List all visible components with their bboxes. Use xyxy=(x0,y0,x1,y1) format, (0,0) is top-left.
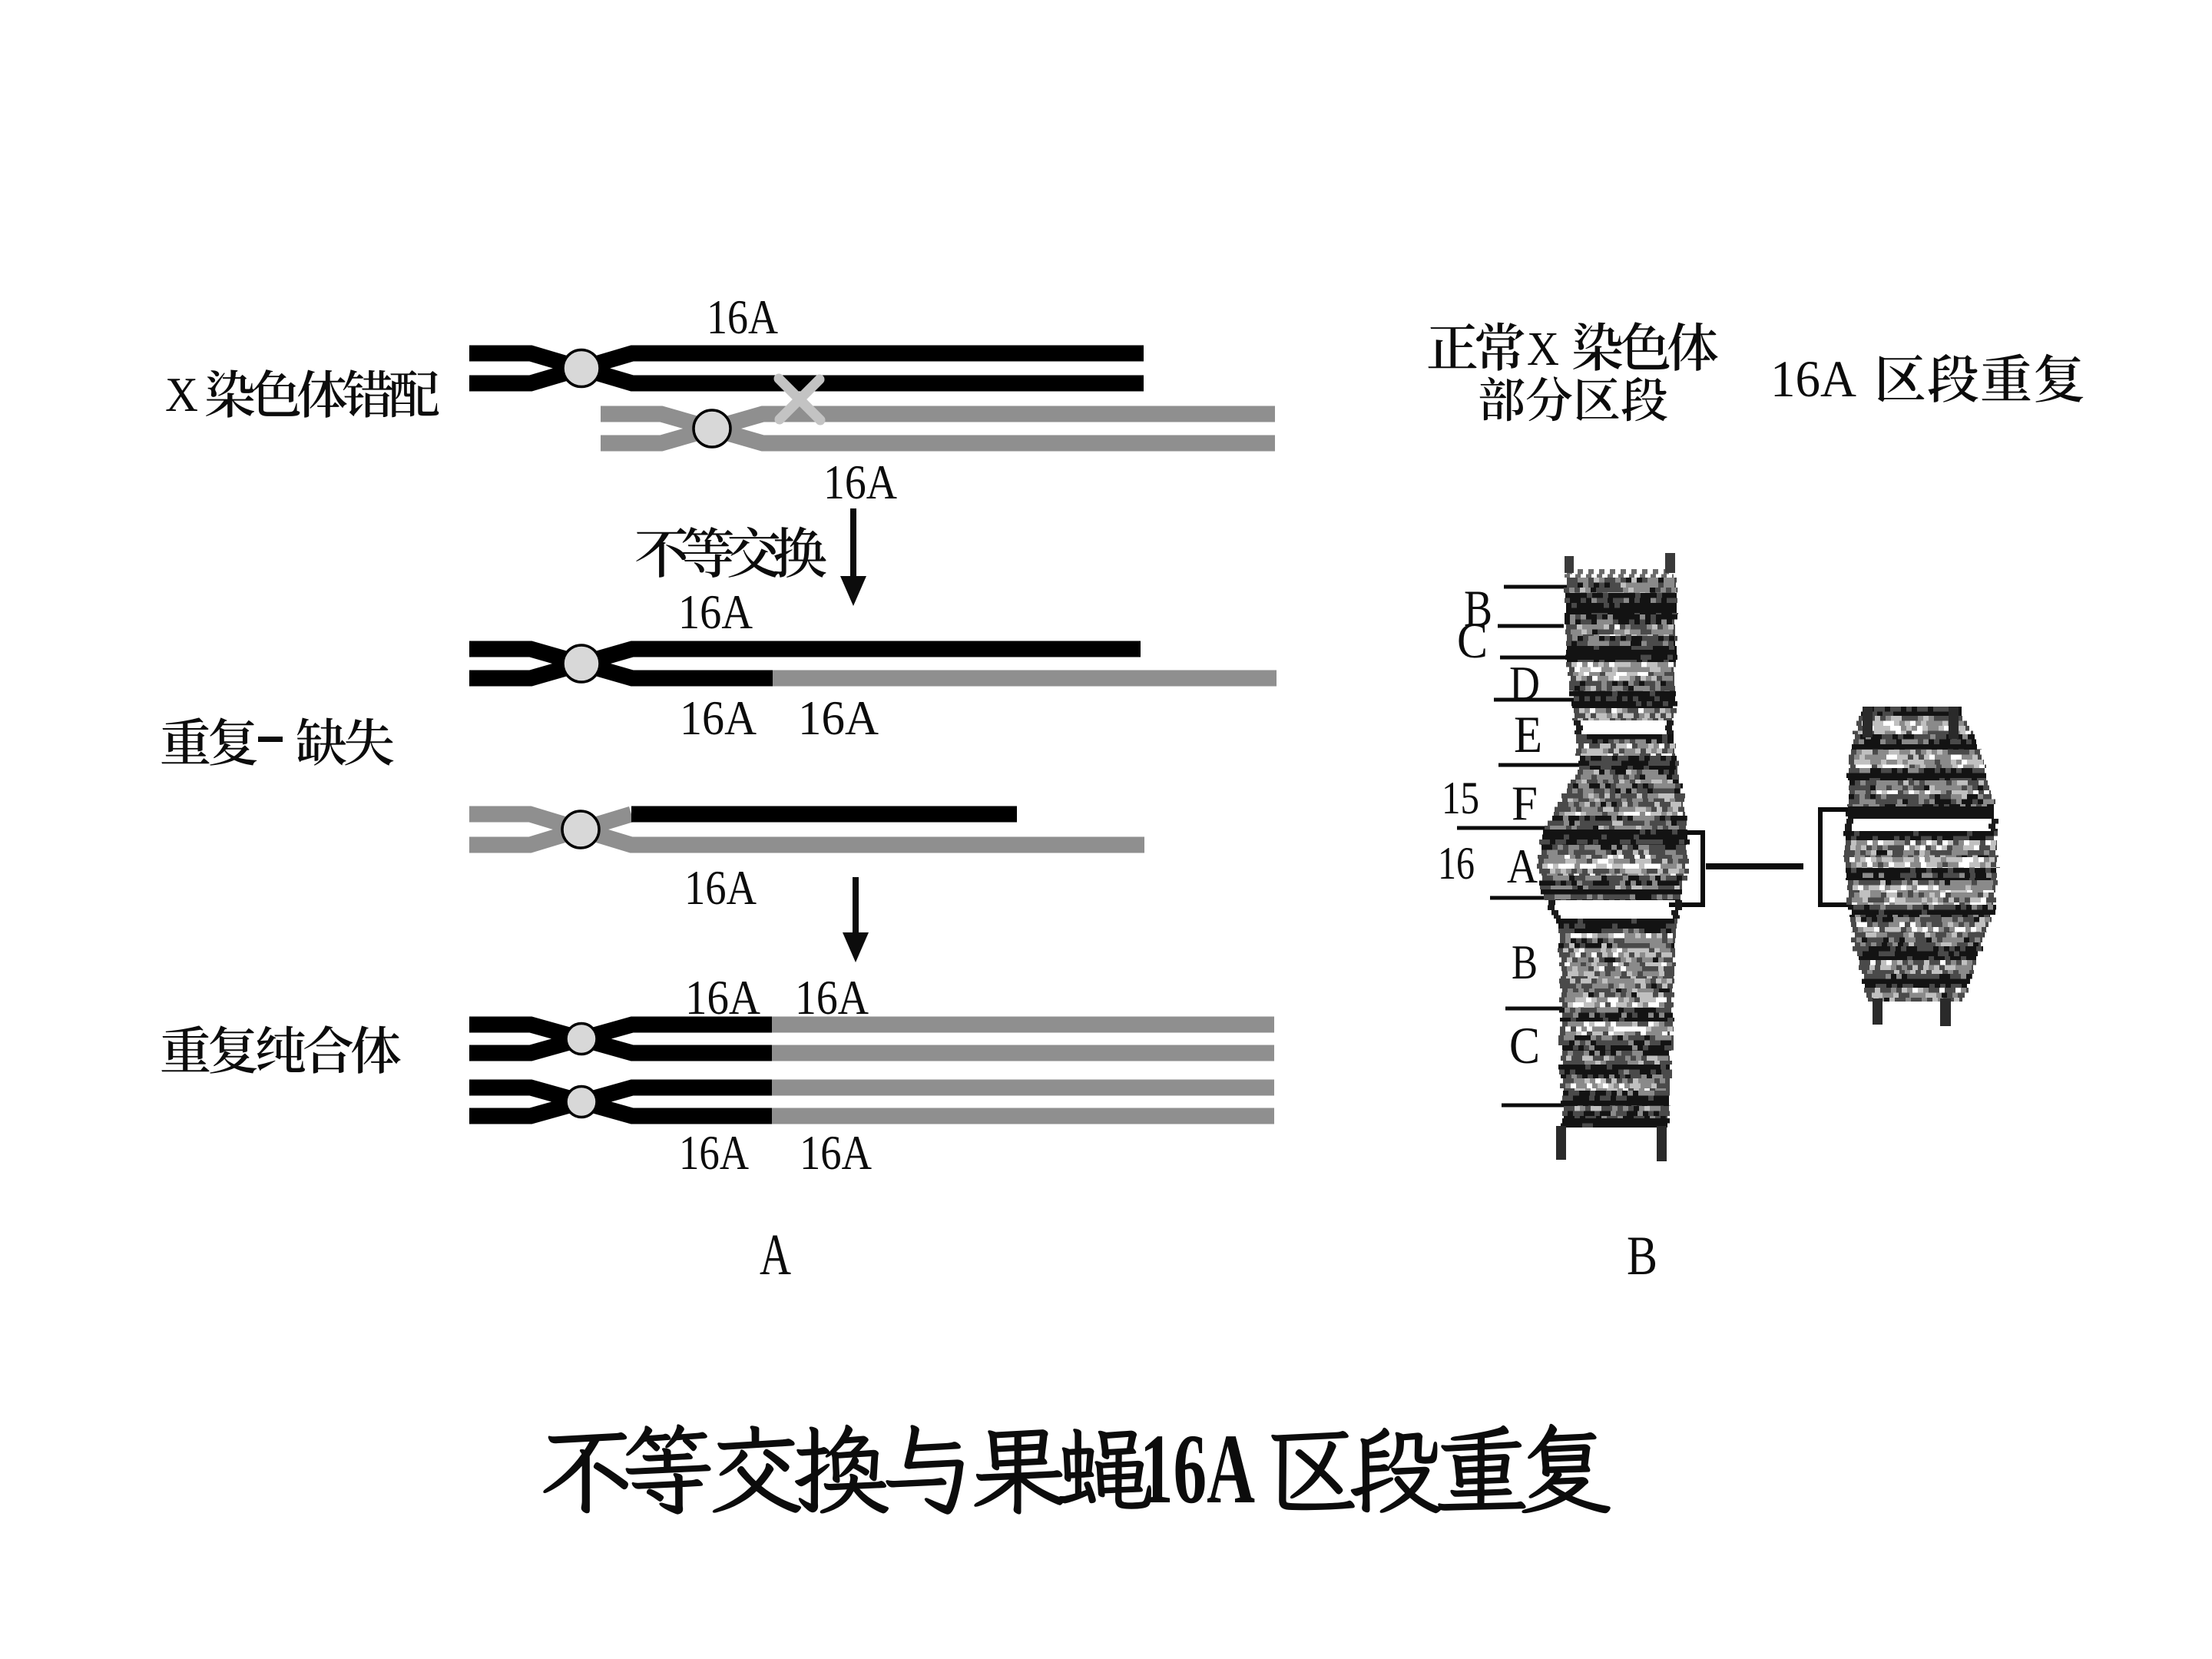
svg-text:16A: 16A xyxy=(798,690,879,745)
svg-text:16: 16 xyxy=(1438,838,1475,889)
svg-text:X: X xyxy=(1527,323,1559,376)
svg-text:X: X xyxy=(165,367,198,422)
svg-text:C: C xyxy=(1509,1016,1540,1075)
svg-text:A: A xyxy=(760,1223,791,1287)
svg-text:16A: 16A xyxy=(795,970,869,1025)
svg-text:16A: 16A xyxy=(707,290,778,344)
svg-text:16A: 16A xyxy=(679,1125,749,1180)
svg-text:A: A xyxy=(1507,839,1538,893)
svg-text:C: C xyxy=(1457,613,1488,669)
svg-text:16A: 16A xyxy=(800,1125,872,1180)
svg-text:F: F xyxy=(1512,776,1538,830)
svg-text:16A: 16A xyxy=(1770,349,1856,408)
svg-text:D: D xyxy=(1509,656,1540,710)
svg-text:B: B xyxy=(1627,1225,1657,1286)
svg-text:16A: 16A xyxy=(823,455,897,509)
svg-text:16A: 16A xyxy=(685,970,760,1025)
svg-text:16A: 16A xyxy=(680,690,757,745)
svg-text:16A: 16A xyxy=(684,860,757,915)
svg-text:B: B xyxy=(1512,935,1538,989)
svg-text:16A: 16A xyxy=(678,584,753,639)
svg-text:E: E xyxy=(1514,705,1542,763)
svg-text:16A: 16A xyxy=(1140,1414,1255,1525)
svg-text:15: 15 xyxy=(1442,773,1479,823)
svg-text:B: B xyxy=(1464,579,1492,637)
